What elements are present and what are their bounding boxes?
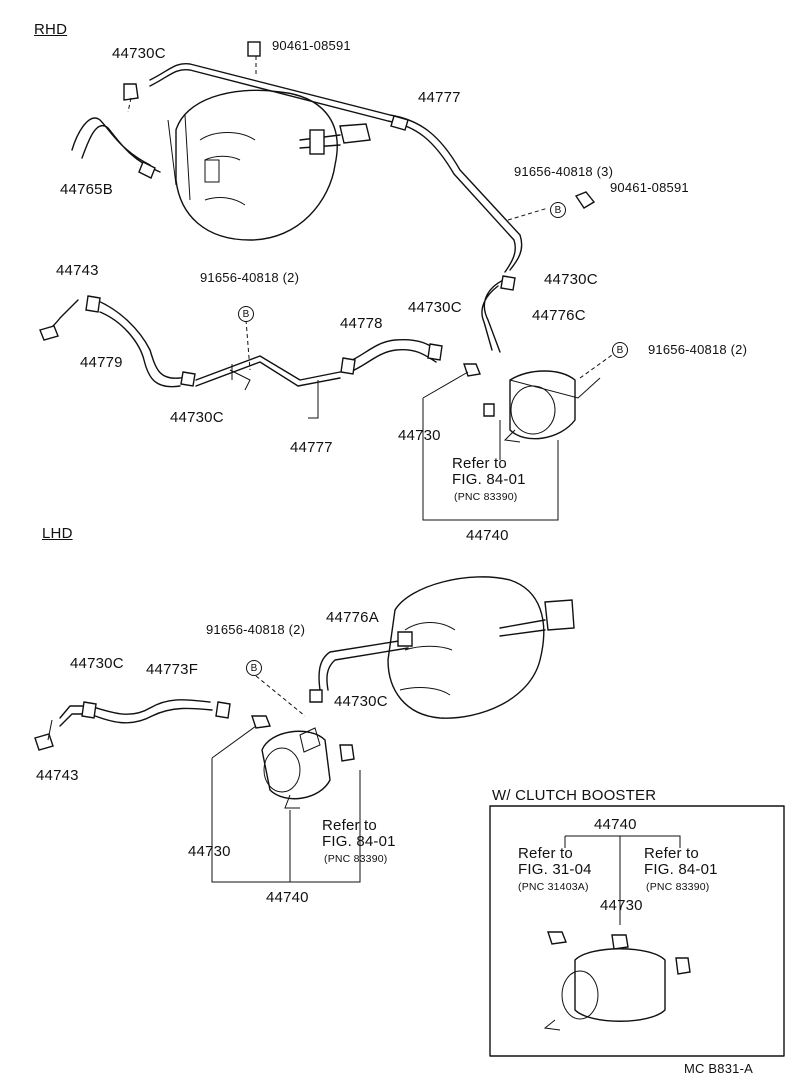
- fig-ref-label: FIG. 84-01: [644, 861, 718, 878]
- pnc-label: (PNC 83390): [324, 853, 388, 865]
- refer-label: Refer to: [452, 455, 507, 472]
- part-44743-label: 44743: [36, 767, 79, 784]
- part-91656-40818-2b-label: 91656-40818 (2): [648, 342, 748, 357]
- pnc-label: (PNC 83390): [454, 491, 518, 503]
- part-44778-label: 44778: [340, 315, 383, 332]
- part-44743-label: 44743: [56, 262, 99, 279]
- refer-label: Refer to: [322, 817, 377, 834]
- part-44740-label: 44740: [594, 816, 637, 833]
- part-90461-08591-b-label: 90461-08591: [610, 180, 689, 195]
- part-44730c-label: 44730C: [334, 693, 388, 710]
- part-44730c-c-label: 44730C: [408, 299, 462, 316]
- pnc-label: (PNC 83390): [646, 881, 710, 893]
- part-44777-label: 44777: [418, 89, 461, 106]
- refer-label: Refer to: [644, 845, 699, 862]
- part-44730c-b-label: 44730C: [70, 655, 124, 672]
- part-91656-40818-3-label: 91656-40818 (3): [514, 164, 614, 179]
- brake-booster-rhd: [167, 89, 371, 241]
- lhd-heading: LHD: [42, 525, 73, 542]
- b-marker: B: [246, 660, 262, 676]
- part-44776c-label: 44776C: [532, 307, 586, 324]
- refer-label: Refer to: [518, 845, 573, 862]
- clutch-booster-box: [489, 805, 785, 1057]
- pipe-44777-mid: [195, 355, 341, 387]
- part-44776a-label: 44776A: [326, 609, 379, 626]
- part-90461-08591-label: 90461-08591: [272, 38, 351, 53]
- pnc-label: (PNC 31403A): [518, 881, 589, 893]
- part-44730-label: 44730: [398, 427, 441, 444]
- clutch-booster-heading: W/ CLUTCH BOOSTER: [492, 787, 657, 804]
- part-44779-label: 44779: [80, 354, 123, 371]
- pipe-44777-top: [149, 63, 523, 271]
- rhd-heading: RHD: [34, 21, 68, 38]
- diagram-code: MC B831-A: [684, 1061, 753, 1076]
- fig-ref-label: FIG. 84-01: [452, 471, 526, 488]
- hose-44765b: [71, 117, 161, 173]
- part-91656-40818-2-label: 91656-40818 (2): [200, 270, 300, 285]
- vacuum-tank-lhd: [261, 727, 331, 809]
- b-marker: B: [612, 342, 628, 358]
- brake-booster-lhd: [387, 576, 575, 719]
- part-44730c-d-label: 44730C: [170, 409, 224, 426]
- vacuum-tank-clutch: [543, 948, 666, 1031]
- part-91656-40818-2-label: 91656-40818 (2): [206, 622, 306, 637]
- part-44773f-label: 44773F: [146, 661, 199, 678]
- vacuum-tank-rhd: [503, 354, 613, 443]
- part-44765b-label: 44765B: [60, 181, 113, 198]
- fig-ref-label: FIG. 31-04: [518, 861, 592, 878]
- b-marker: B: [238, 306, 254, 322]
- part-44730c-label: 44730C: [112, 45, 166, 62]
- part-44730-label: 44730: [188, 843, 231, 860]
- part-44740-label: 44740: [466, 527, 509, 544]
- b-marker: B: [550, 202, 566, 218]
- part-44740-label: 44740: [266, 889, 309, 906]
- fig-ref-label: FIG. 84-01: [322, 833, 396, 850]
- part-44730c-b-label: 44730C: [544, 271, 598, 288]
- part-44730-label: 44730: [600, 897, 643, 914]
- part-44777-b-label: 44777: [290, 439, 333, 456]
